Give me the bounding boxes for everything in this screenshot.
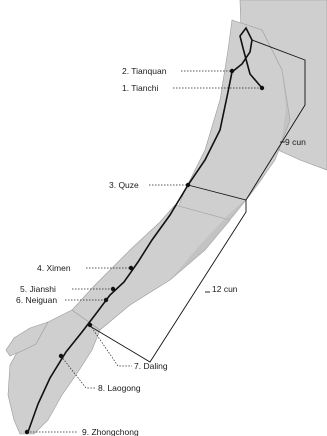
laogong-label: 8. Laogong <box>98 383 141 393</box>
jianshi-label: 5. Jianshi <box>20 284 56 294</box>
tianchi-label: 1. Tianchi <box>122 83 158 93</box>
forearm-shape <box>72 205 230 330</box>
daling-label: 7. Daling <box>134 361 168 371</box>
forearm-measure-label: 12 cun <box>212 284 238 294</box>
zhongchong-label: 9. Zhongchong <box>82 427 139 436</box>
tianquan-label: 2. Tianquan <box>122 66 167 76</box>
quze-label: 3. Quze <box>109 180 139 190</box>
upper-arm-measure-label: 9 cun <box>285 137 306 147</box>
ximen-label: 4. Ximen <box>37 263 71 273</box>
neiguan-label: 6. Neiguan <box>16 295 57 305</box>
